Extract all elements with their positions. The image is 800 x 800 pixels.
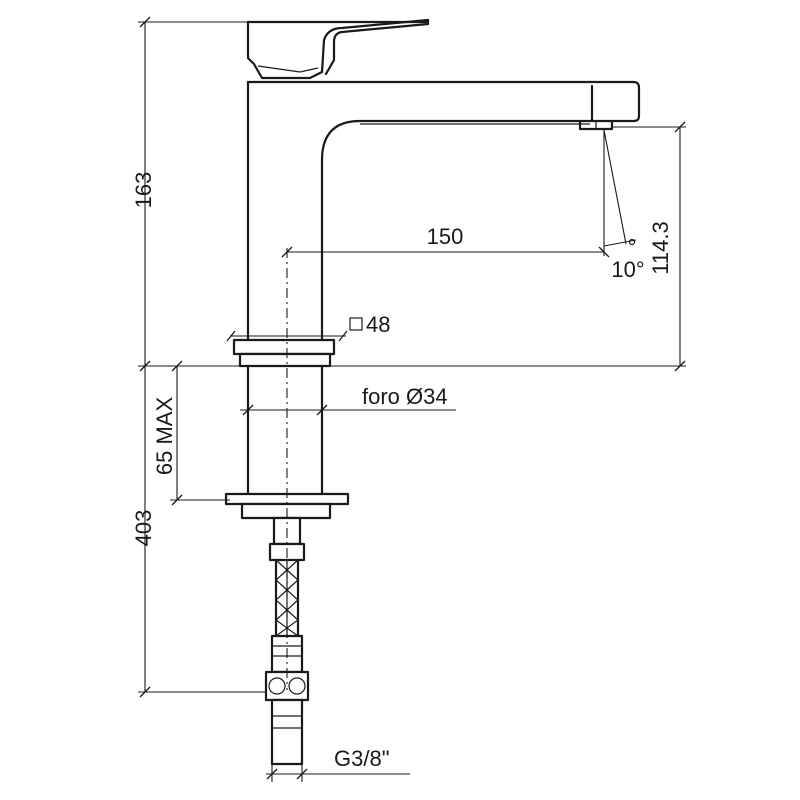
lever-handle (246, 18, 430, 80)
square-symbol-icon (349, 317, 363, 331)
dim-height-163: 163 (131, 16, 248, 372)
label-square-48: 48 (366, 312, 390, 337)
label-hole-34: foro Ø34 (362, 384, 448, 409)
label-reach-150: 150 (427, 224, 464, 249)
dim-hose-403: 403 (131, 366, 266, 698)
dim-thread-g38: G3/8" (266, 746, 410, 782)
label-height-163: 163 (131, 172, 156, 209)
label-thread-g38: G3/8" (334, 746, 390, 771)
dim-square-48: 48 (226, 312, 390, 342)
label-height-114: 114.3 (648, 221, 673, 274)
dim-deck-65: 65 MAX (152, 360, 230, 506)
label-deck-65: 65 MAX (152, 397, 177, 476)
dim-height-114: 114.3 (612, 121, 686, 372)
label-angle-10: 10° (611, 257, 644, 282)
base-flange (232, 338, 336, 368)
faucet-body (246, 80, 641, 342)
dim-reach-150: 150 (281, 130, 610, 258)
dim-angle-10: 10° (603, 129, 645, 282)
label-hose-403: 403 (131, 510, 156, 547)
dim-hole-34: foro Ø34 (240, 384, 456, 416)
